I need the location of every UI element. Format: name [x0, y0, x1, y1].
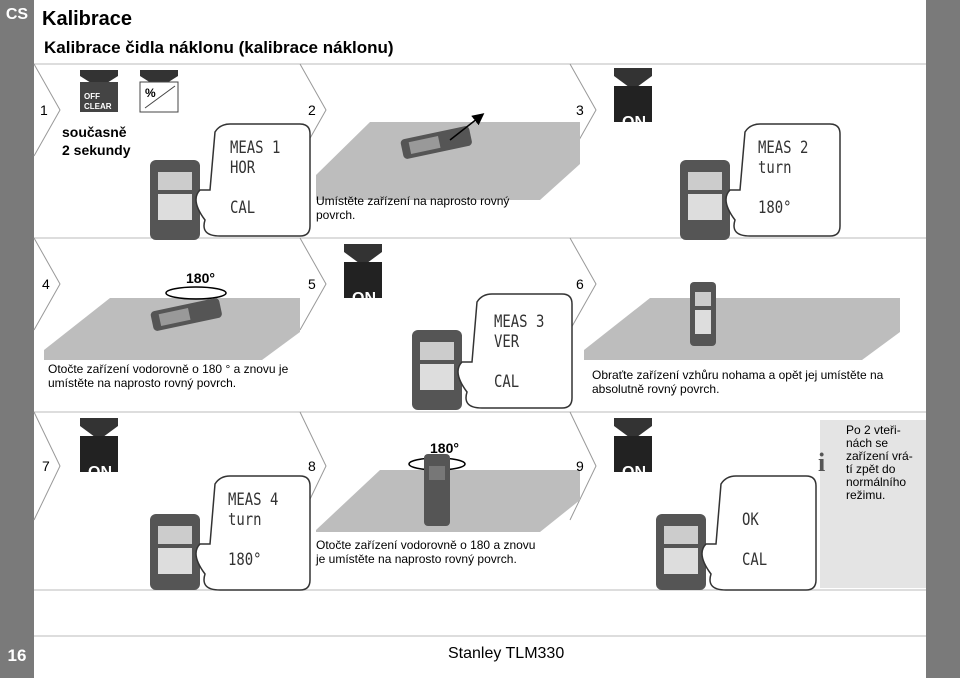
step7-lcd-line2: turn [228, 510, 262, 530]
step3-on-label: ON [622, 114, 646, 131]
step2-caption-line2: povrch. [316, 208, 356, 222]
percent-label: % [145, 86, 156, 100]
info-line-5: normálního [846, 475, 907, 489]
info-icon: i [818, 448, 826, 477]
step4-caption-line2: umístěte na naprosto rovný povrch. [48, 376, 237, 390]
page-number: 16 [7, 646, 27, 665]
left-sidebar [0, 0, 34, 678]
step-number-6: 6 [576, 276, 584, 292]
step5-lcd-line1: MEAS 3 [494, 312, 545, 332]
page-title: Kalibrace [42, 8, 133, 30]
step5-lcd-line3: CAL [494, 372, 520, 392]
step1-button-icons [80, 70, 179, 113]
step8-caption-line2: je umístěte na naprosto rovný povrch. [316, 552, 517, 566]
off-label: OFF [84, 92, 100, 101]
language-code: CS [5, 6, 29, 23]
info-line-3: zařízení vrá- [846, 449, 913, 463]
step9-lcd-line1: OK [742, 510, 759, 530]
step1-lcd-line2: HOR [230, 158, 256, 178]
step1-text-simultaneous: současně [62, 124, 127, 140]
info-line-2: nách se [846, 436, 889, 450]
step-number-2: 2 [308, 102, 316, 118]
product-name: Stanley TLM330 [448, 645, 565, 662]
step4-angle: 180° [186, 270, 215, 286]
step7-lcd-line1: MEAS 4 [228, 490, 279, 510]
right-sidebar [926, 0, 960, 678]
info-line-6: režimu. [846, 488, 886, 502]
step1-text-seconds: 2 sekundy [62, 142, 131, 158]
section-subtitle: Kalibrace čidla náklonu (kalibrace náklo… [44, 38, 394, 57]
step6-caption-line2: absolutně rovný povrch. [592, 382, 720, 396]
info-line-1: Po 2 vteři- [846, 423, 901, 437]
step8-caption-line1: Otočte zařízení vodorovně o 180 a znovu [316, 538, 536, 552]
step5-lcd-line2: VER [494, 332, 520, 352]
step-number-3: 3 [576, 102, 584, 118]
step1-device [150, 160, 200, 240]
step-number-1: 1 [40, 102, 48, 118]
clear-label: CLEAR [84, 102, 112, 111]
step4-caption-line1: Otočte zařízení vodorovně o 180 ° a znov… [48, 362, 289, 376]
step-number-5: 5 [308, 276, 316, 292]
info-text: Po 2 vteři- nách se zařízení vrá- tí zpě… [846, 424, 924, 502]
step-number-9: 9 [576, 458, 584, 474]
step-number-4: 4 [42, 276, 50, 292]
step3-lcd-line3: 180° [758, 198, 792, 218]
step-number-7: 7 [42, 458, 50, 474]
step9-on-label: ON [622, 464, 646, 481]
step8-angle: 180° [430, 440, 459, 456]
step3-lcd-line1: MEAS 2 [758, 138, 809, 158]
step1-lcd-line3: CAL [230, 198, 256, 218]
step5-on-label: ON [352, 290, 376, 307]
step7-lcd-line3: 180° [228, 550, 262, 570]
step3-lcd-line2: turn [758, 158, 792, 178]
info-box [820, 420, 926, 588]
step9-lcd-line2: CAL [742, 550, 768, 570]
step6-caption-line1: Obraťte zařízení vzhůru nohama a opět je… [592, 368, 884, 382]
step1-lcd-line1: MEAS 1 [230, 138, 281, 158]
step7-on-label: ON [88, 464, 112, 481]
step2-caption-line1: Umístěte zařízení na naprosto rovný [316, 194, 510, 208]
info-line-4: tí zpět do [846, 462, 896, 476]
step-number-8: 8 [308, 458, 316, 474]
